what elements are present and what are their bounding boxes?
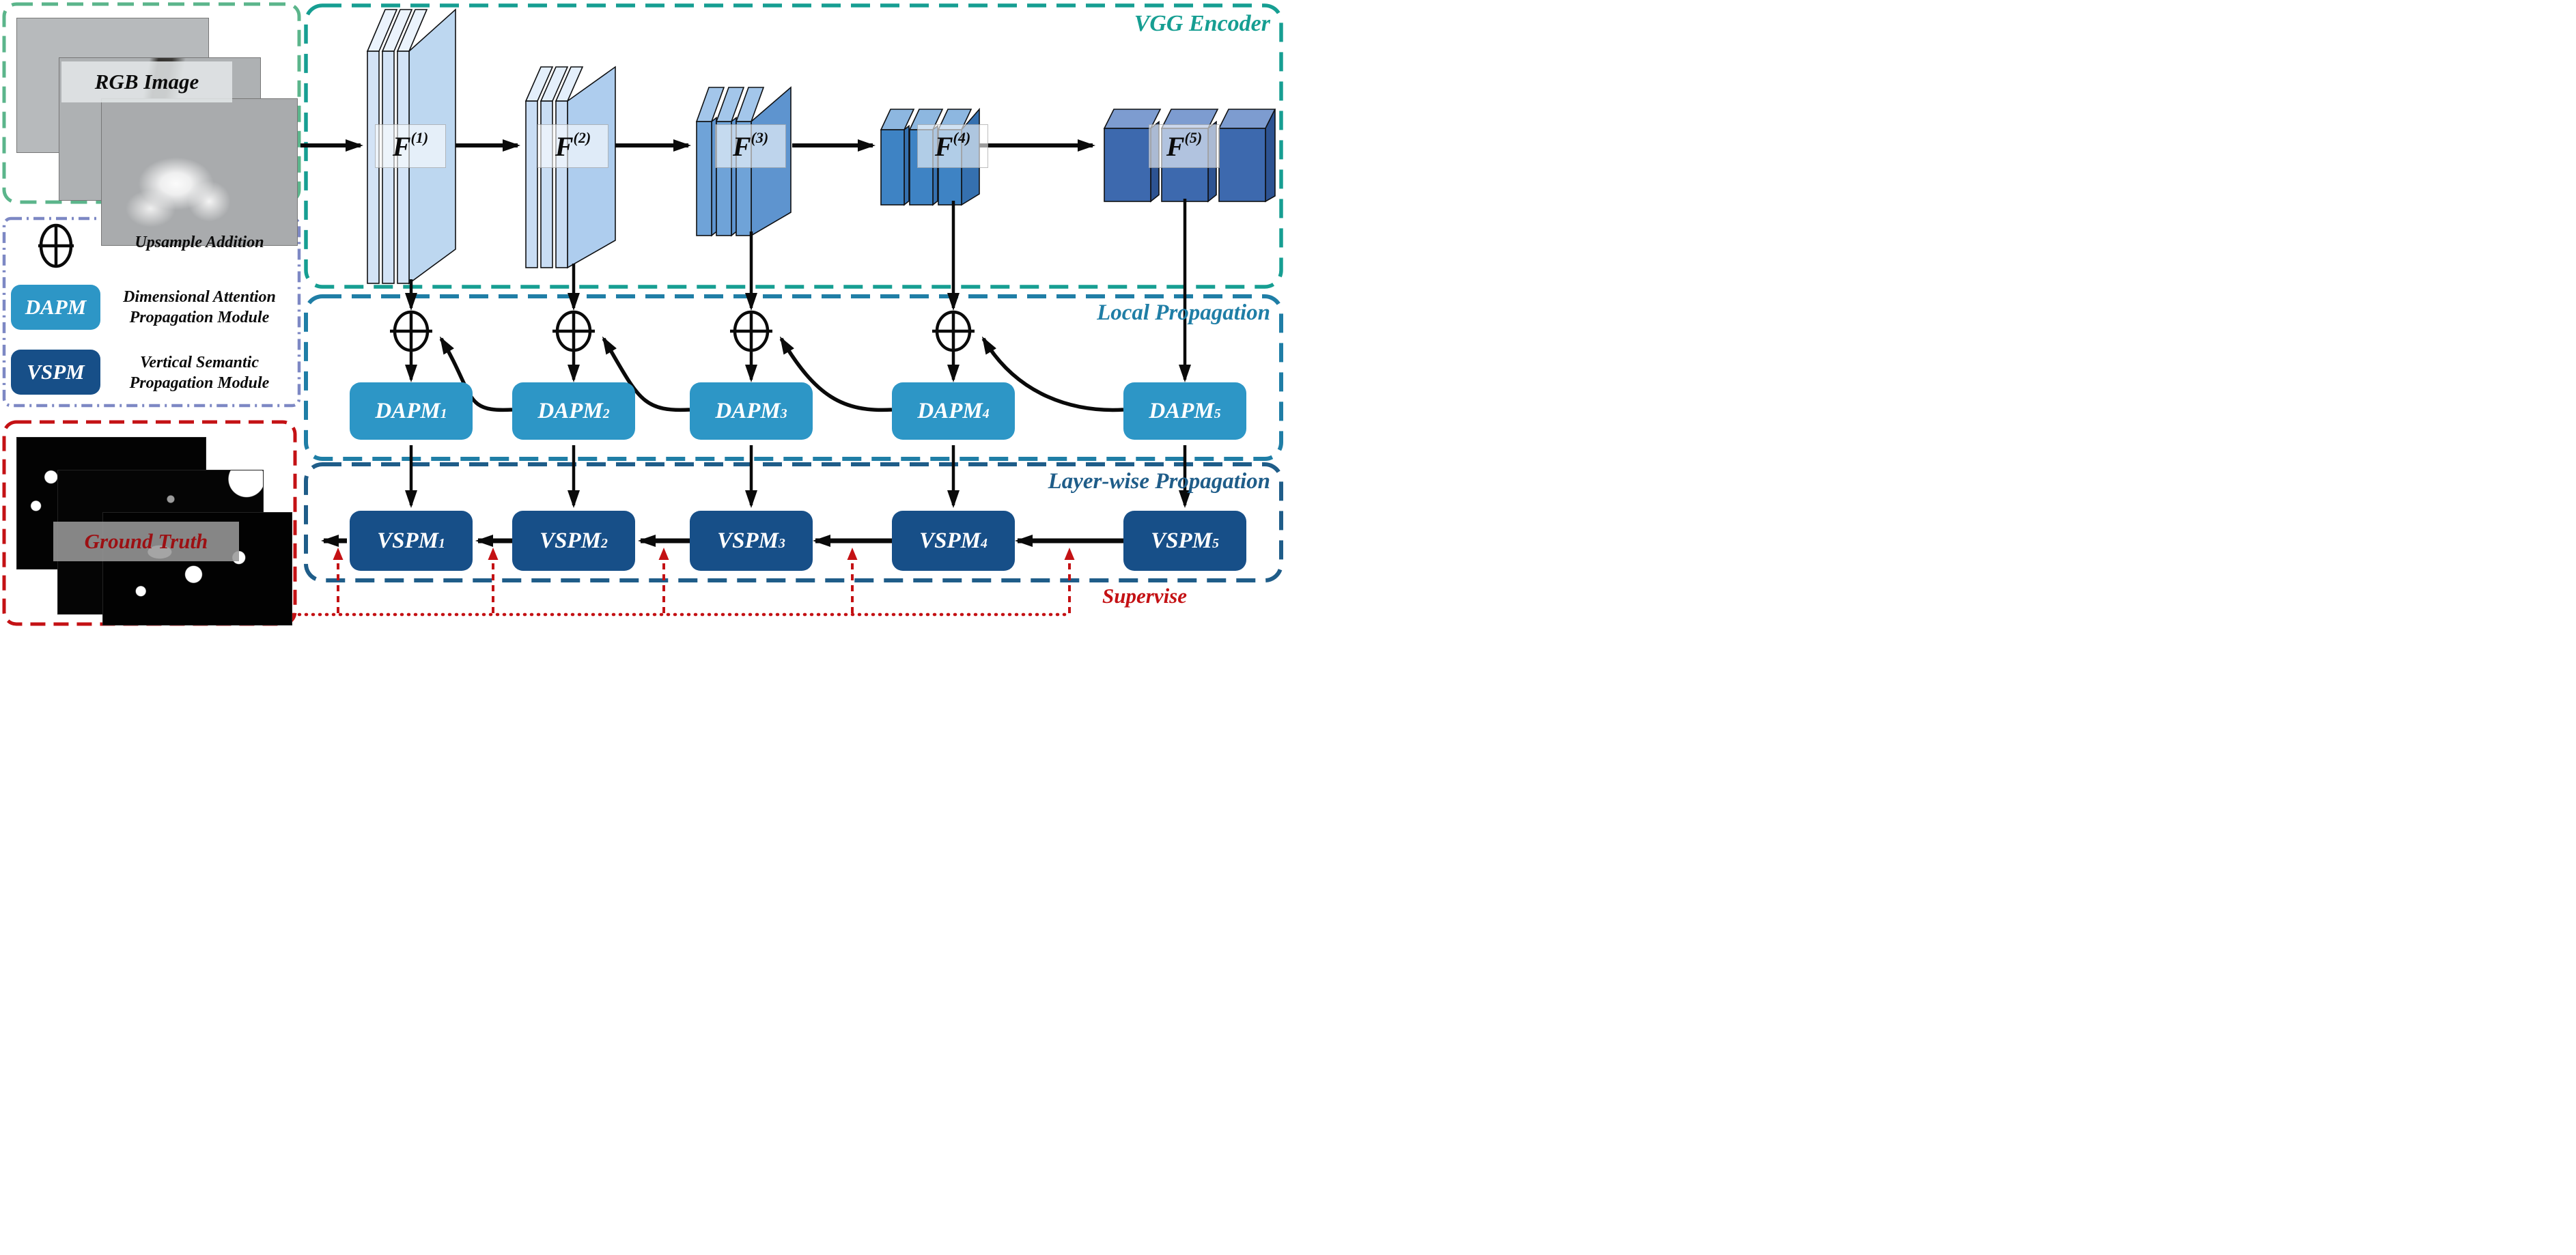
vgg-encoder-section-label: VGG Encoder [1134,11,1270,36]
local-propagation-section-label: Local Propagation [1097,300,1270,325]
feature-block-f3-label: F(3) [715,124,786,168]
feature-block-front-face [696,121,712,236]
feature-block-side-face [904,124,910,206]
dapm-legend-chip: DAPM [11,285,100,330]
feature-block-front-face [525,100,538,268]
layerwise-propagation-region-border [304,462,1283,582]
upsample-addition-node [552,310,595,352]
upsample-addition-label: Upsample Addition [135,234,264,251]
ground-truth-label: Ground Truth [84,529,208,553]
architecture-diagram: RGB Image Upsample Addition DAPM Dimensi… [0,0,1288,628]
ground-truth-caption: Ground Truth [53,522,239,561]
vspm-desc-line2: Propagation Module [129,374,270,392]
curved-arrow-dapm-to-add [779,336,893,412]
vspm-legend-chip: VSPM [11,350,100,395]
feature-block-front-face [1218,128,1266,202]
dapm-abbr: DAPM [25,295,87,319]
upsample-addition-icon [38,223,74,269]
layerwise-propagation-section-label: Layer-wise Propagation [1048,469,1270,494]
upsample-addition-node [730,310,772,352]
curved-arrow-dapm-to-add [981,336,1124,412]
feature-block-f1-label: F(1) [375,124,446,168]
feature-block-f5-label: F(5) [1149,124,1220,168]
feature-block-front-face [1104,128,1151,202]
vspm-abbr: VSPM [27,360,85,384]
feature-block-f4-label: F(4) [917,124,988,168]
upsample-addition-node [390,310,432,352]
rgb-photo-front [101,98,298,246]
local-propagation-region-border [304,294,1283,461]
curved-arrow-dapm-to-add [602,336,690,412]
vspm-desc-line1: Vertical Semantic [140,354,259,371]
dapm-desc-line2: Propagation Module [129,309,270,326]
rgb-image-caption: RGB Image [61,61,232,102]
feature-block-front-face [880,129,905,206]
feature-block-f2-label: F(2) [537,124,608,168]
upsample-addition-node [932,310,975,352]
rgb-image-label: RGB Image [94,70,199,94]
supervise-label: Supervise [1102,584,1187,608]
dapm-desc-line1: Dimensional Attention [123,288,276,306]
